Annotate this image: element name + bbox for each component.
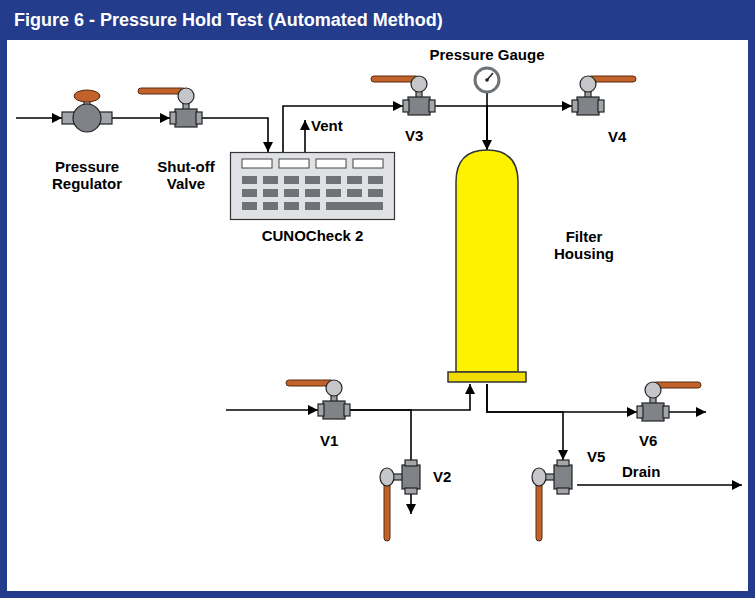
pipe-line — [202, 118, 268, 152]
component-symbol — [230, 152, 395, 220]
inlet-arrow — [226, 409, 318, 411]
component-label: V2 — [433, 468, 451, 485]
component-label: V4 — [608, 128, 626, 145]
component-symbol — [637, 398, 669, 426]
component-label: Pressure Regulator — [41, 158, 133, 192]
component-symbol — [454, 150, 520, 384]
drain-arrow — [577, 484, 742, 486]
outlet-arrow — [410, 494, 412, 514]
pressure-regulator: Pressure Regulator — [72, 104, 102, 132]
flow-label: Drain — [622, 463, 660, 480]
component-label: V5 — [587, 448, 605, 465]
ball-valve: V5 — [549, 460, 577, 494]
component-symbol — [403, 92, 435, 120]
component-symbol — [318, 396, 350, 424]
figure-title: Figure 6 - Pressure Hold Test (Automated… — [14, 10, 443, 30]
pipe-line — [350, 384, 470, 410]
ball-valve: V4 — [572, 92, 604, 120]
component-label: Shut-off Valve — [146, 158, 226, 192]
component-symbol — [474, 67, 500, 93]
component-label: V3 — [405, 127, 423, 144]
component-symbol — [72, 104, 102, 132]
pipe-line — [487, 106, 572, 150]
component-symbol — [572, 92, 604, 120]
inlet-arrow — [16, 117, 62, 119]
vent-arrow — [304, 120, 306, 152]
ball-valve: V2 — [397, 460, 425, 494]
shutoff-valve: Shut-off Valve — [170, 104, 202, 132]
ball-valve: V1 — [318, 396, 350, 424]
component-label: V6 — [639, 432, 657, 449]
figure-panel — [7, 40, 748, 591]
pipe-line — [435, 106, 487, 150]
component-label: CUNOCheck 2 — [262, 227, 364, 244]
pipe-line — [350, 410, 411, 460]
ball-valve: V3 — [403, 92, 435, 120]
component-label: Pressure Gauge — [429, 46, 544, 63]
component-label: V1 — [320, 432, 338, 449]
component-symbol — [397, 460, 425, 494]
component-label: Filter Housing — [548, 228, 620, 262]
filter-housing: Filter Housing — [454, 150, 520, 384]
outlet-arrow — [669, 411, 706, 413]
test-instrument: CUNOCheck 2 — [230, 152, 395, 220]
pipe-line — [283, 106, 403, 152]
pressure-gauge: Pressure Gauge — [474, 67, 500, 93]
ball-valve: V6 — [637, 398, 669, 426]
pipe-line — [487, 384, 637, 412]
component-symbol — [170, 104, 202, 132]
component-symbol — [549, 460, 577, 494]
flow-label: Vent — [311, 117, 343, 134]
pipe-line — [487, 384, 563, 460]
